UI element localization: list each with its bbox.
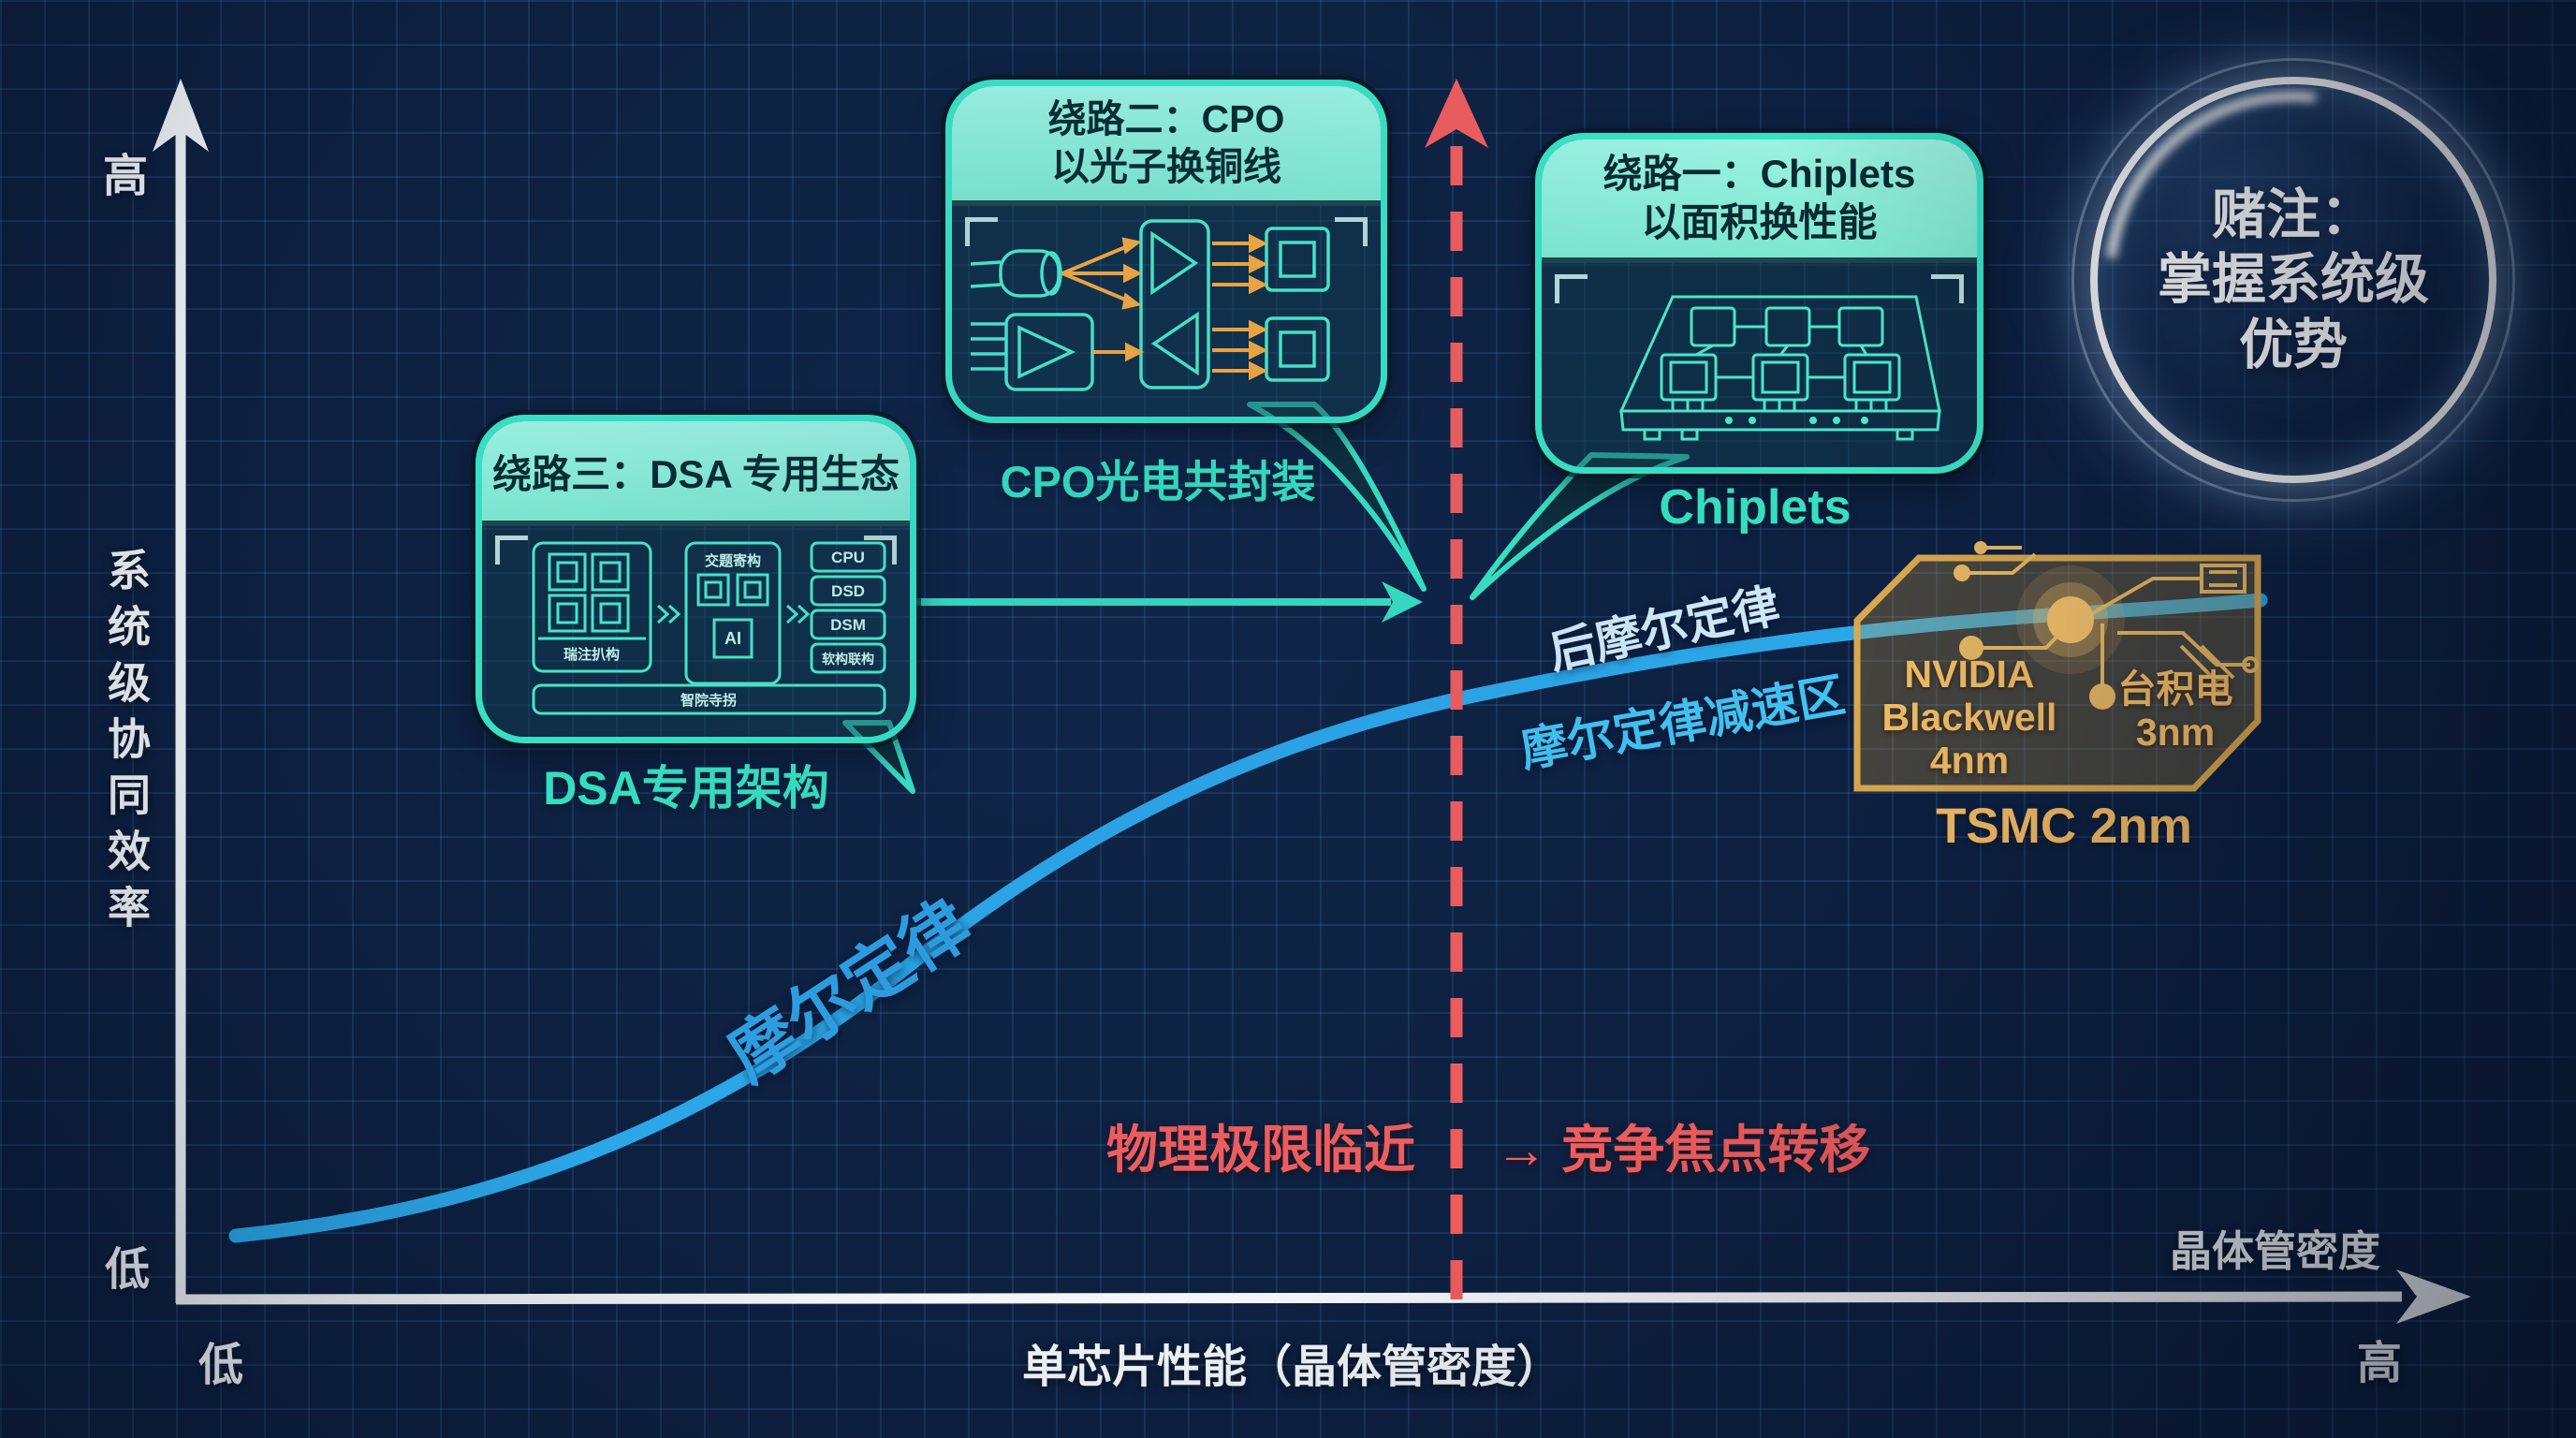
tsmc-3nm-label: 台积电 3nm — [2095, 668, 2256, 755]
cpo-callout-header: 绕路二：CPO 以光子换铜线 — [952, 86, 1381, 206]
x-axis-high-label: 高 — [2357, 1339, 2403, 1388]
shift-arrow-icon: → — [1496, 1121, 1547, 1179]
y-axis — [153, 79, 209, 1303]
ai-chip-label: AI — [724, 629, 741, 648]
tsmc-node-line: 3nm — [2135, 710, 2216, 754]
dsa-caption: DSA专用架构 — [543, 762, 829, 814]
cpo-callout-title-line1: 绕路二：CPO — [1047, 96, 1285, 140]
tsmc-line: 台积电 — [2117, 668, 2233, 711]
chiplets-callout-body — [1542, 263, 1977, 454]
corner-bracket-icon — [965, 217, 998, 246]
x-axis — [175, 1269, 2471, 1324]
y-axis-title: 系统级协同效率 — [102, 548, 151, 941]
cpo-caption: CPO光电共封装 — [1000, 457, 1316, 506]
nvidia-line: NVIDIA — [1904, 653, 2035, 696]
cpo-callout: 绕路二：CPO 以光子换铜线 — [945, 80, 1387, 423]
dsa-arrow — [910, 581, 1423, 623]
dsa-mid-box-label: 交题寄构 — [705, 552, 761, 569]
focus-shift-text: 竞争焦点转移 — [1561, 1121, 1871, 1179]
cpo-callout-body — [952, 206, 1381, 404]
dsa-callout-title: 绕路三：DSA 专用生态 — [492, 451, 900, 496]
dsa-stack-arch: 软构联构 — [822, 652, 874, 667]
dsa-left-box-label: 瑞注扒构 — [564, 646, 620, 663]
dsa-callout-header: 绕路三：DSA 专用生态 — [482, 421, 910, 526]
chiplets-package-diagram — [1618, 295, 1941, 441]
y-axis-high-label: 高 — [103, 152, 149, 201]
nvidia-node-line: 4nm — [1929, 738, 2010, 782]
chiplets-caption: Chiplets — [1659, 480, 1852, 535]
blackwell-line: Blackwell — [1881, 695, 2057, 739]
corner-bracket-icon — [1555, 274, 1588, 303]
x-axis-title: 单芯片性能（晶体管密度） — [1021, 1343, 1561, 1392]
cpo-callout-title-line2: 以光子换铜线 — [1051, 145, 1281, 188]
y-axis-low-label: 低 — [105, 1245, 151, 1295]
corner-bracket-icon — [495, 536, 528, 565]
corner-bracket-icon — [1931, 274, 1964, 303]
dsa-bottom-bar-label: 智院寺拐 — [681, 692, 737, 709]
chiplets-callout: 绕路一：Chiplets 以面积换性能 — [1535, 133, 1983, 474]
dsa-stack-cpu: CPU — [831, 549, 865, 566]
bet-badge-ring: 赌注： 掌握系统级 优势 — [2028, 15, 2558, 545]
bet-badge: 赌注： 掌握系统级 优势 — [2028, 15, 2558, 545]
dsa-callout: 绕路三：DSA 专用生态 — [476, 415, 916, 743]
cpo-optics-diagram — [970, 219, 1330, 391]
physical-limit-label: 物理极限临近 — [1105, 1121, 1415, 1179]
corner-bracket-icon — [1335, 217, 1368, 246]
dsa-architecture-diagram: 瑞注扒构 交题寄构 AI CPU DSD DSM 软构联构 智院寺拐 — [532, 541, 886, 715]
dsa-stack-dsd: DSD — [831, 582, 865, 600]
focus-shift-label: → 竞争焦点转移 — [1496, 1108, 1870, 1182]
tsmc-2nm-caption: TSMC 2nm — [1936, 799, 2192, 854]
chiplets-callout-header: 绕路一：Chiplets 以面积换性能 — [1542, 139, 1977, 263]
x-axis-low-label: 低 — [198, 1341, 244, 1390]
chiplets-callout-title-line1: 绕路一：Chiplets — [1603, 151, 1916, 196]
nvidia-blackwell-label: NVIDIA Blackwell 4nm — [1861, 653, 2078, 783]
corner-bracket-icon — [864, 536, 897, 565]
dsa-stack-dsm: DSM — [830, 616, 866, 634]
dsa-callout-body: 瑞注扒构 交题寄构 AI CPU DSD DSM 软构联构 智院寺拐 — [482, 526, 910, 724]
x-axis-density-label: 晶体管密度 — [2170, 1227, 2381, 1275]
chiplets-callout-title-line2: 以面积换性能 — [1641, 200, 1878, 244]
